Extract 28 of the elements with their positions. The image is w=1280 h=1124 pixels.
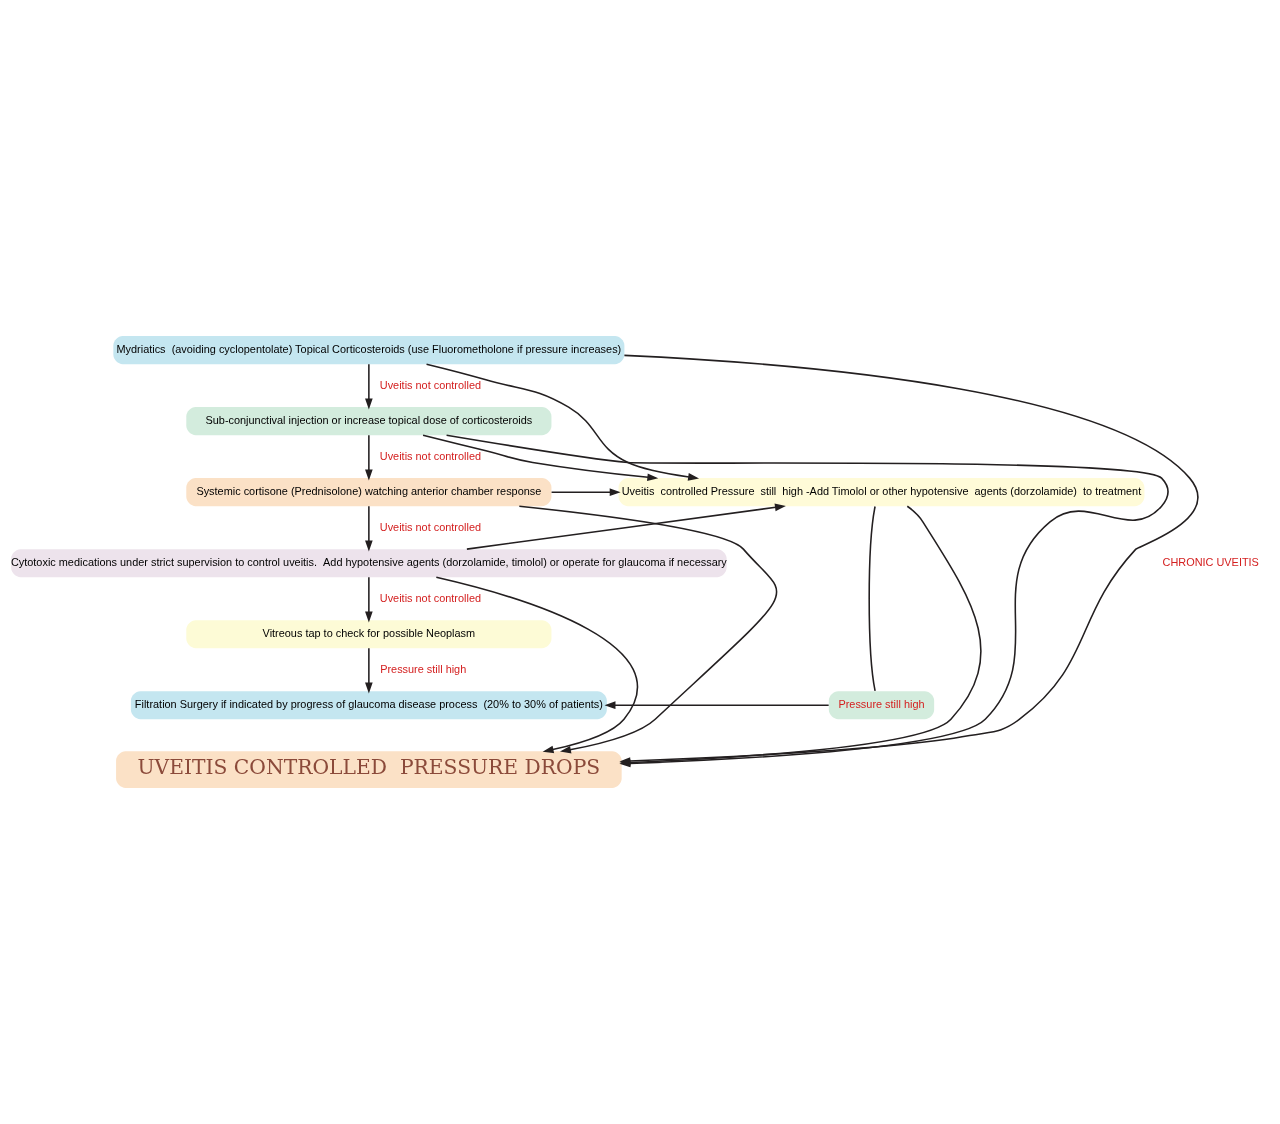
node-box: Filtration Surgery if indicated by progress of glaucoma disease process (20% to 30% of patients) [130,691,607,720]
edge-label: Uveitis not controlled [379,449,482,462]
arrow [422,434,659,482]
node-box: Mydriatics (avoiding cyclopentolate) Topical Corticosteroids (use Fluorometholone if pressure increases) [113,336,625,365]
arrow [435,576,639,754]
arrow [365,576,373,623]
label: CHRONIC UVEITIS [1162,556,1259,569]
arrow [365,434,373,481]
arrow [466,503,786,550]
node-box: Vitreous tap to check for possible Neoplasm [186,620,552,649]
node-box: Uveitis controlled Pressure still high -Add Timolol or other hypotensive agents (dorzolamide) to treatment [618,478,1145,507]
node-box: UVEITIS CONTROLLED PRESSURE DROPS [116,751,622,788]
edge-label: Uveitis not controlled [379,378,482,391]
arrow [518,505,778,754]
node-box: Pressure still high [828,691,935,720]
node-box: Sub-conjunctival injection or increase topical dose of corticosteroids [186,407,552,436]
arrow [425,363,700,481]
arrow [365,363,373,410]
node-box: Cytotoxic medications under strict supervision to control uveitis. Add hypotensive agents (dorzolamide, timolol) or operate for glaucoma if necessary [11,549,727,578]
arrow [365,647,373,694]
node-box: Systemic cortisone (Prednisolone) watching anterior chamber response [186,478,552,507]
arrow [604,701,830,709]
arrow [365,505,373,552]
connector [868,505,876,692]
arrow [550,488,621,496]
edge-label: Uveitis not controlled [379,591,482,604]
edge-label: Pressure still high [380,662,467,675]
edge-label: Uveitis not controlled [379,520,482,533]
